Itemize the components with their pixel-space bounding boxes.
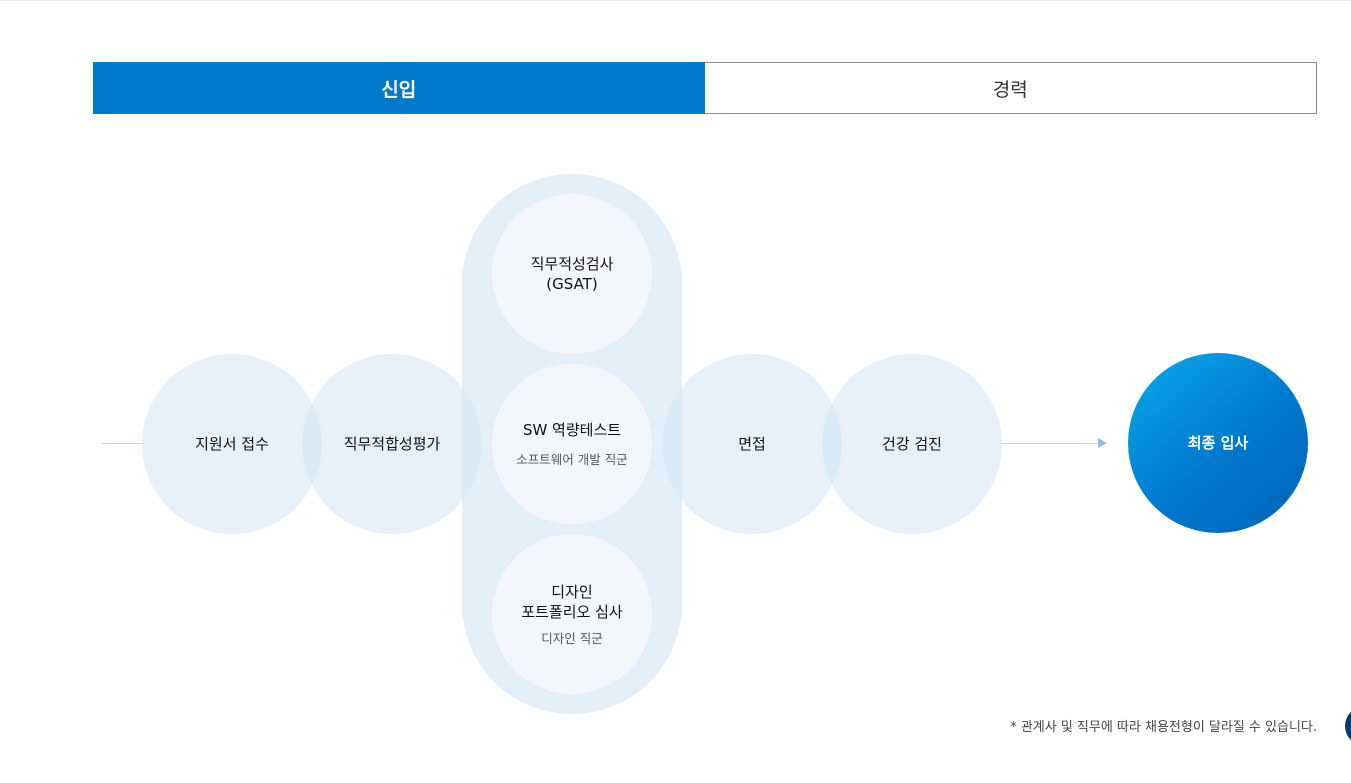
step-gsat-label-line2: (GSAT) (546, 275, 598, 293)
step-application: 지원서 접수 (142, 354, 322, 534)
step-health-check-label: 건강 검진 (882, 435, 942, 453)
step-aptitude-eval: 직무적합성평가 (302, 354, 482, 534)
recruit-type-tabs: 신입 경력 (93, 62, 1317, 114)
step-application-label: 지원서 접수 (195, 435, 269, 453)
step-aptitude-eval-label: 직무적합성평가 (343, 435, 441, 453)
arrow-right-icon (1098, 438, 1107, 448)
step-sw-test-label: SW 역량테스트 (522, 421, 622, 439)
step-health-check: 건강 검진 (822, 354, 1002, 534)
step-gsat: 직무적성검사 (GSAT) (492, 194, 652, 354)
step-final-hire-label: 최종 입사 (1187, 434, 1249, 452)
step-design-subtitle: 디자인 직군 (541, 630, 603, 646)
step-design-label-line1: 디자인 (551, 582, 593, 601)
step-design-portfolio: 디자인 포트폴리오 심사 디자인 직군 (492, 534, 652, 694)
tab-new-graduate[interactable]: 신입 (93, 62, 705, 114)
top-divider (0, 0, 1351, 1)
tab-experienced[interactable]: 경력 (704, 62, 1317, 114)
step-gsat-label-line1: 직무적성검사 (530, 255, 614, 273)
step-interview: 면접 (662, 354, 842, 534)
step-design-label-line2: 포트폴리오 심사 (521, 602, 623, 621)
flow-line-end (1000, 443, 1100, 444)
step-final-hire: 최종 입사 (1128, 353, 1308, 533)
process-note: * 관계사 및 직무에 따라 채용전형이 달라질 수 있습니다. (1010, 720, 1317, 735)
step-sw-test-subtitle: 소프트웨어 개발 직군 (516, 452, 628, 467)
floating-button[interactable] (1345, 706, 1351, 746)
flow-line-start (102, 443, 144, 444)
step-sw-test: SW 역량테스트 소프트웨어 개발 직군 (492, 364, 652, 524)
step-interview-label: 면접 (738, 435, 766, 453)
